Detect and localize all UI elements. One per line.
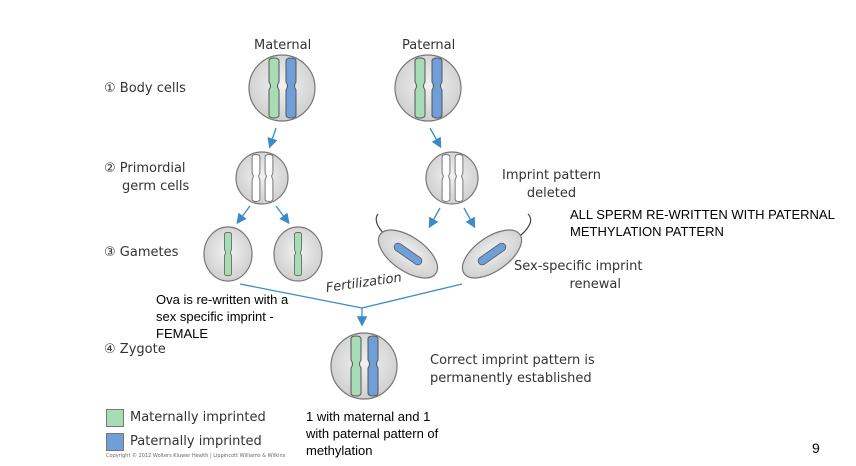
zygote-note: 1 with maternal and 1 with paternal patt… <box>306 408 438 459</box>
imprint-deleted-note: Imprint pattern deleted <box>502 167 601 203</box>
zygote-note-line-3: methylation <box>306 443 373 458</box>
maternal-legend-label: Maternally imprinted <box>130 410 266 425</box>
renewal-line-2: renewal <box>569 277 621 292</box>
egg-cell-2 <box>273 226 323 282</box>
correct-line-1: Correct imprint pattern is <box>430 353 595 368</box>
zygote-note-line-1: 1 with maternal and 1 <box>306 409 431 424</box>
imprint-renewal-note: Sex-specific imprint renewal <box>514 258 642 294</box>
stage-2-number: ② <box>104 161 116 176</box>
maternal-column-label: Maternal <box>254 38 312 53</box>
stage-4-label: ④ Zygote <box>104 342 166 357</box>
imprint-deleted-line-2: deleted <box>526 186 577 201</box>
maternal-body-cell <box>248 54 316 122</box>
paternal-column-label: Paternal <box>402 38 456 53</box>
paternal-body-cell <box>394 54 462 122</box>
egg-cell-1 <box>203 226 253 282</box>
paternal-primordial-cell <box>425 151 479 205</box>
stage-3-label: ③ Gametes <box>104 245 178 260</box>
maternal-legend-swatch <box>106 409 124 427</box>
maternal-primordial-cell <box>235 151 289 205</box>
stage-2-label: ② Primordial germ cells <box>104 160 189 196</box>
sperm-cell-2 <box>461 213 532 279</box>
stage-1-label: ① Body cells <box>104 81 186 96</box>
page-number: 9 <box>812 440 820 456</box>
ova-note-line-1: Ova is re-written with a <box>156 292 289 307</box>
sperm-rewrite-note: ALL SPERM RE-WRITTEN WITH PATERNAL METHY… <box>570 206 835 240</box>
zygote-note-line-2: with paternal pattern of <box>306 426 439 441</box>
zygote-cell <box>330 332 398 400</box>
stage-4-number: ④ <box>104 342 116 357</box>
paternal-legend-label: Paternally imprinted <box>130 434 262 449</box>
stage-4-text: Zygote <box>119 342 166 357</box>
correct-imprint-note: Correct imprint pattern is permanently e… <box>430 352 595 388</box>
ova-note-line-3: FEMALE <box>156 326 209 341</box>
correct-line-2: permanently established <box>430 371 592 386</box>
stage-3-text: Gametes <box>119 245 179 260</box>
sperm-note-line-2: METHYLATION PATTERN <box>570 224 724 239</box>
stage-2-text: Primordial <box>119 161 186 176</box>
imprint-deleted-line-1: Imprint pattern <box>502 168 601 183</box>
sperm-cell-1 <box>375 213 439 279</box>
copyright-text: Copyright © 2012 Wolters Kluwer Health |… <box>106 453 286 459</box>
ova-note: Ova is re-written with a sex specific im… <box>156 291 288 342</box>
sperm-note-line-1: ALL SPERM RE-WRITTEN WITH PATERNAL <box>570 207 835 222</box>
stage-1-number: ① <box>104 81 116 96</box>
ova-note-line-2: sex specific imprint - <box>156 309 274 324</box>
stage-2-text-2: germ cells <box>122 179 190 194</box>
renewal-line-1: Sex-specific imprint <box>514 259 643 274</box>
stage-3-number: ③ <box>104 245 116 260</box>
stage-1-text: Body cells <box>119 81 186 96</box>
paternal-legend-swatch <box>106 433 124 451</box>
